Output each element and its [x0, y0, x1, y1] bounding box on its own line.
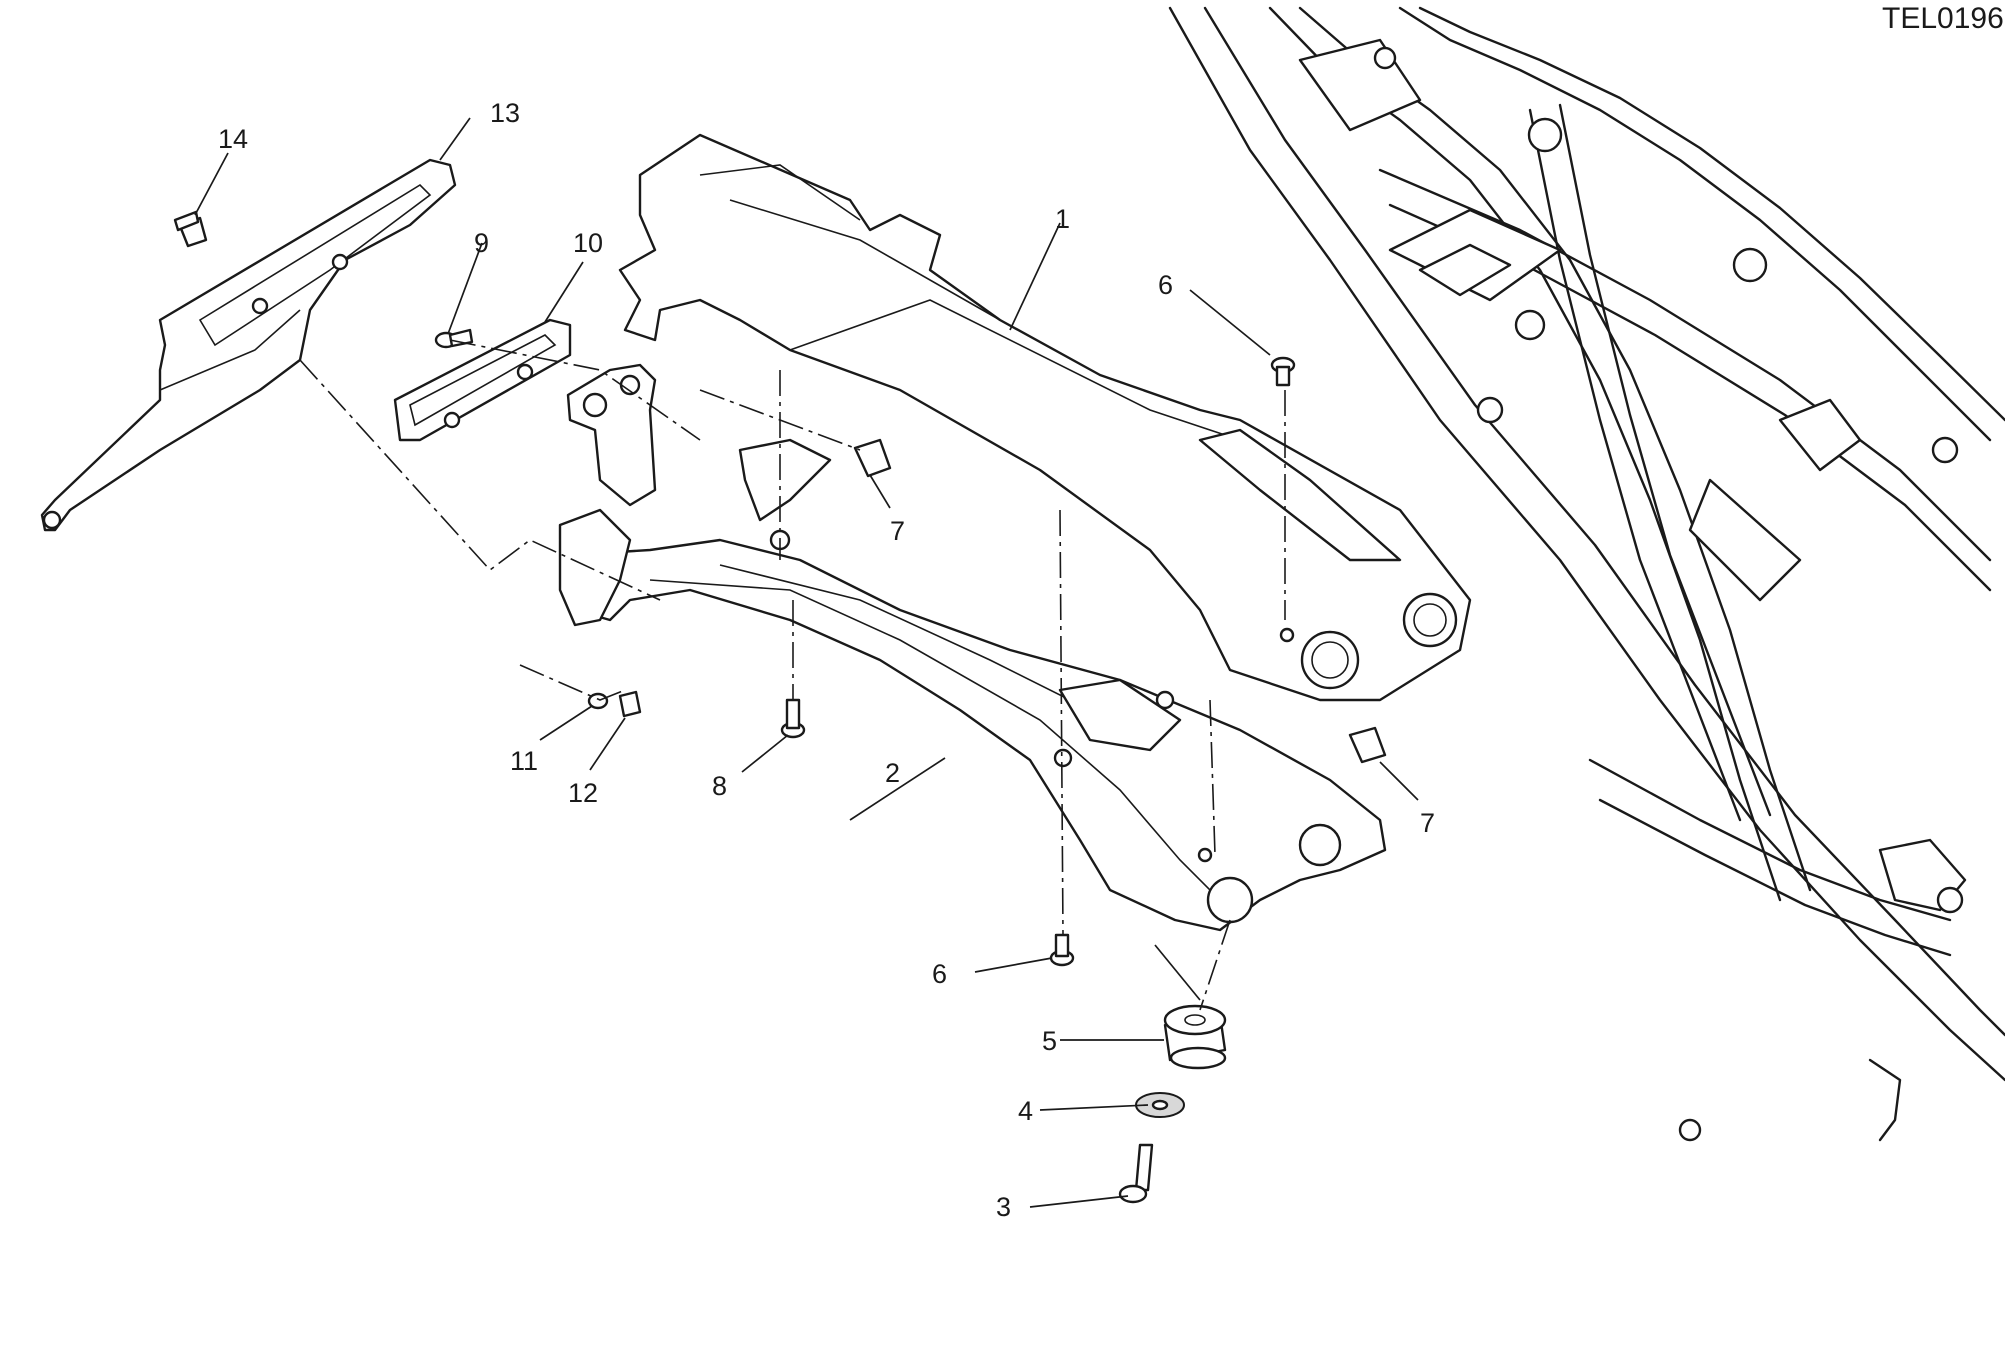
callout-7-upper: 7	[890, 516, 905, 546]
part-14-bolt	[173, 210, 208, 248]
callout-3: 3	[996, 1192, 1011, 1222]
part-7-clip-lower	[1348, 726, 1387, 764]
callout-7-lower: 7	[1420, 808, 1435, 838]
part-6-screw-upper	[1270, 356, 1296, 387]
callout-10: 10	[573, 228, 603, 258]
part-3-screw	[1118, 1143, 1154, 1204]
callout-6-upper: 6	[1158, 270, 1173, 300]
part-7-clip-upper	[853, 438, 892, 478]
part-5-grommet	[1163, 1004, 1227, 1070]
part-1-undertray	[618, 133, 1472, 702]
part-10-reflector	[393, 318, 657, 627]
callout-labels: TEL01967 1 2 3 4 5 6 6 7 7 8 9 10 11 12 …	[218, 2, 2005, 1222]
part-8-screw	[780, 698, 806, 739]
callout-8: 8	[712, 771, 727, 801]
callout-11: 11	[510, 746, 538, 776]
part-13-plate-holder	[40, 158, 457, 532]
callout-4: 4	[1018, 1096, 1033, 1126]
rear-subframe	[1168, 6, 2005, 1142]
callout-5: 5	[1042, 1026, 1057, 1056]
callout-2: 2	[885, 758, 900, 788]
callout-6-lower: 6	[932, 959, 947, 989]
callout-12: 12	[568, 778, 598, 808]
callout-14: 14	[218, 124, 248, 154]
callout-1: 1	[1055, 204, 1070, 234]
part-6-screw-lower	[1049, 933, 1075, 967]
part-9-screw	[434, 328, 474, 349]
leader-lines	[194, 117, 1419, 1208]
callout-13: 13	[490, 98, 520, 128]
part-12-nut	[618, 690, 642, 718]
part-11-washer	[587, 692, 609, 710]
part-2-support-frame	[568, 438, 1387, 932]
drawing-code: TEL01967	[1882, 2, 2005, 35]
callout-9: 9	[474, 228, 489, 258]
assembly-lines	[299, 339, 1286, 1011]
